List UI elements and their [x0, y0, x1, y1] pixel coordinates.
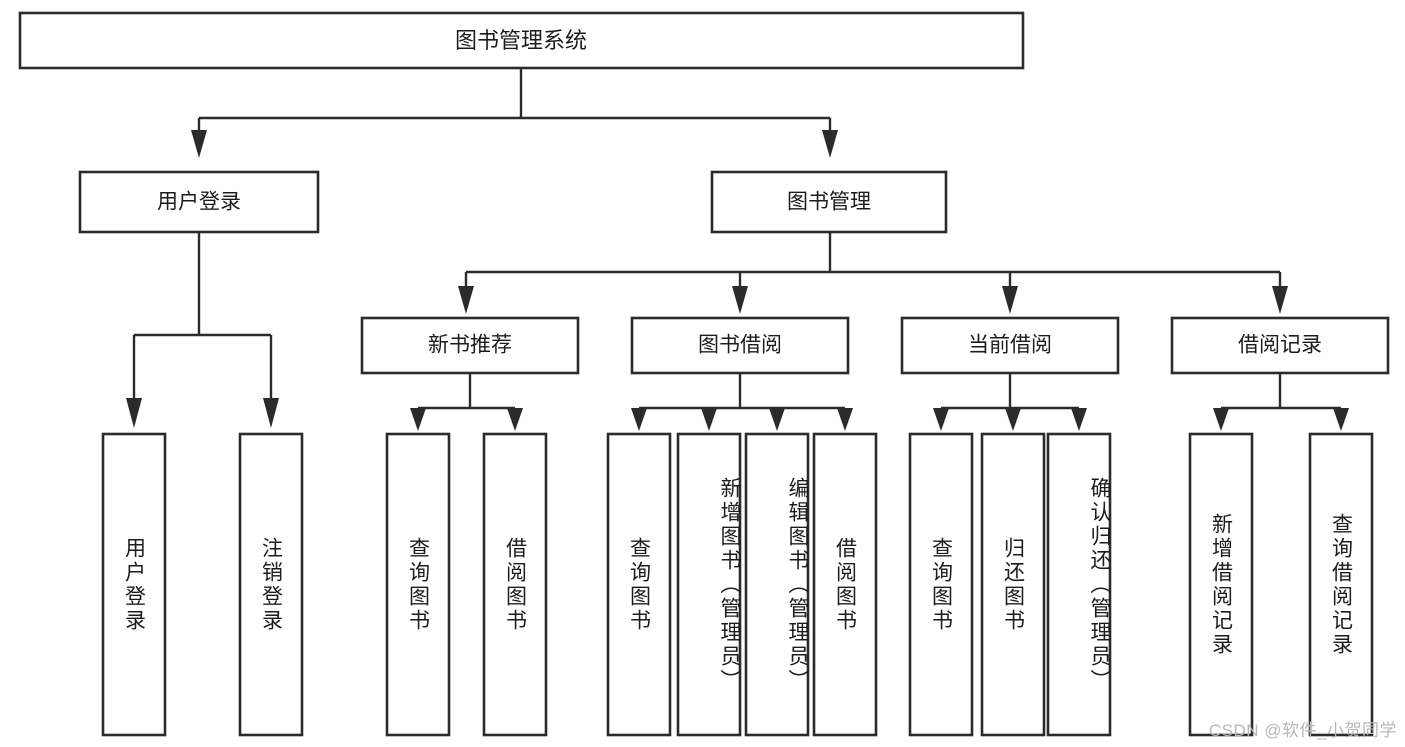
node-new-book-rec-box[interactable]: [360, 316, 580, 375]
node-book-manage-box[interactable]: [710, 170, 948, 234]
leaf-box-add-book[interactable]: [676, 432, 742, 737]
node-user-login[interactable]: 用户登录: [78, 170, 320, 234]
arrow-head-user-login: [191, 130, 207, 158]
arrow-head-leaf-confirm-return: [1071, 408, 1087, 431]
node-root[interactable]: 图书管理系统: [18, 11, 1025, 70]
arrow-head-leaf-add-record: [1213, 408, 1229, 431]
arrow-head-borrow-record: [1272, 286, 1288, 314]
leaf-box-edit-book[interactable]: [744, 432, 810, 737]
arrow-head-book-borrow: [732, 286, 748, 314]
leaf-box-return-book[interactable]: [980, 432, 1046, 737]
node-new-book-rec[interactable]: 新书推荐: [360, 316, 580, 375]
node-book-borrow[interactable]: 图书借阅: [630, 316, 850, 375]
node-current-borrow[interactable]: 当前借阅: [900, 316, 1120, 375]
arrow-head-new-book-rec: [458, 286, 474, 314]
node-borrow-record-box[interactable]: [1170, 316, 1390, 375]
leaf-box-query-book-b[interactable]: [606, 432, 672, 737]
leaf-box-borrow-book-b[interactable]: [812, 432, 878, 737]
arrow-head-current-borrow: [1002, 286, 1018, 314]
arrow-head-book-manage: [822, 130, 838, 158]
connector-group-user-login: [126, 232, 279, 428]
connector-group-book-borrow: [631, 373, 853, 431]
leaf-box-logout[interactable]: [238, 432, 304, 737]
connector-group-book-manage: [458, 232, 1288, 314]
node-book-borrow-box[interactable]: [630, 316, 850, 375]
arrow-head-leaf-query-book-a: [410, 408, 426, 431]
arrow-head-leaf-add-book: [701, 408, 717, 431]
leaf-box-query-record[interactable]: [1308, 432, 1374, 737]
leaf-box-confirm-return[interactable]: [1046, 432, 1112, 737]
node-borrow-record[interactable]: 借阅记录: [1170, 316, 1390, 375]
arrow-head-leaf-edit-book: [769, 408, 785, 431]
connector-group-current-borrow: [933, 373, 1087, 431]
leaf-box-user-login[interactable]: [101, 432, 167, 737]
arrow-head-leaf-user-login: [126, 398, 142, 428]
node-current-borrow-label: 当前借阅: [968, 334, 1052, 357]
arrow-head-leaf-return-book: [1005, 408, 1021, 431]
arrow-head-leaf-query-book-b: [631, 408, 647, 431]
node-user-login-box[interactable]: [78, 170, 320, 234]
node-book-manage-label: 图书管理: [787, 191, 871, 214]
connector-group-borrow-record: [1213, 373, 1349, 431]
leaf-box-query-book-a[interactable]: [385, 432, 451, 737]
leaf-boxes-group: [101, 432, 1374, 737]
arrow-head-leaf-query-book-c: [933, 408, 949, 431]
csdn-watermark: CSDN @软件_小贺同学: [1208, 721, 1397, 740]
node-root-box[interactable]: [18, 11, 1025, 70]
arrow-head-leaf-query-record: [1333, 408, 1349, 431]
arrow-head-leaf-borrow-book-a: [507, 408, 523, 431]
node-root-label: 图书管理系统: [455, 28, 587, 53]
node-new-book-rec-label: 新书推荐: [428, 334, 512, 357]
node-current-borrow-box[interactable]: [900, 316, 1120, 375]
connector-group-new-book-rec: [410, 373, 523, 431]
arrow-head-leaf-logout: [263, 398, 279, 428]
node-borrow-record-label: 借阅记录: [1238, 334, 1322, 357]
leaf-box-add-record[interactable]: [1188, 432, 1254, 737]
leaf-box-borrow-book-a[interactable]: [482, 432, 548, 737]
node-book-manage[interactable]: 图书管理: [710, 170, 948, 234]
leaf-box-query-book-c[interactable]: [908, 432, 974, 737]
arrow-head-leaf-borrow-book-b: [837, 408, 853, 431]
node-user-login-label: 用户登录: [157, 191, 241, 214]
node-book-borrow-label: 图书借阅: [698, 334, 782, 357]
connector-group-root: [191, 68, 838, 158]
